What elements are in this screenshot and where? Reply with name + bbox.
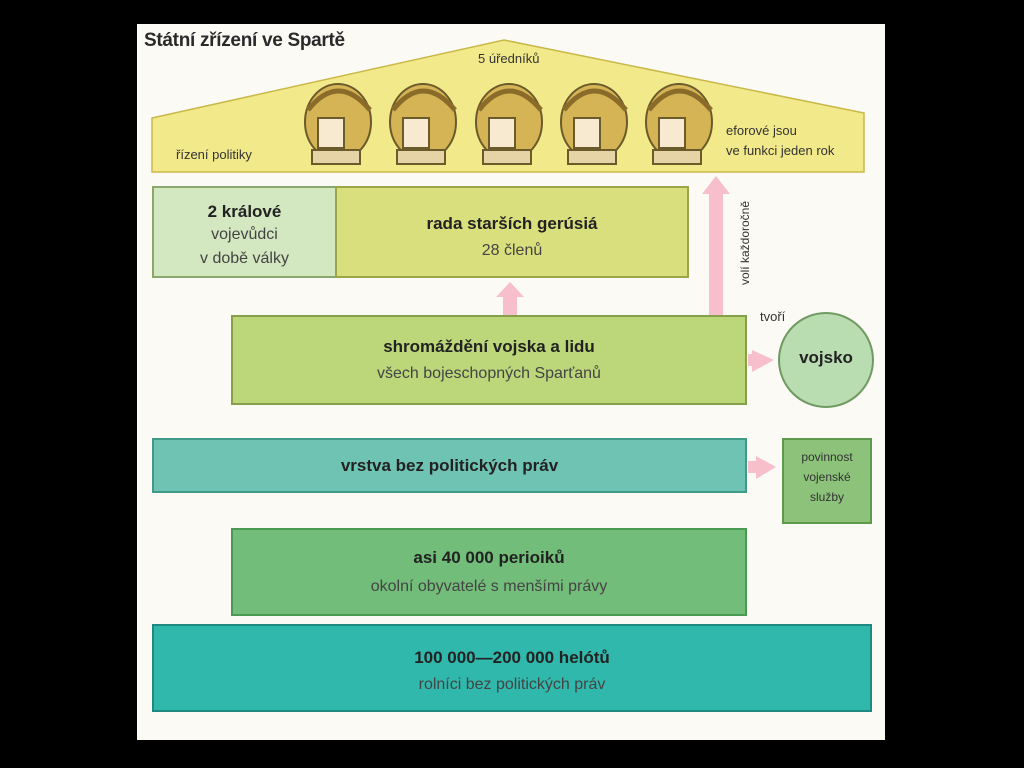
duty-box: povinnost vojenské služby xyxy=(782,438,872,524)
eforoi-helmets xyxy=(304,83,713,165)
perioikoi-box: asi 40 000 perioiků okolní obyvatelé s m… xyxy=(231,528,747,616)
arrow-shaft-small xyxy=(503,294,517,316)
gerusia-box: rada starších gerúsiá 28 členů xyxy=(335,186,689,278)
helmet-icon xyxy=(475,83,543,165)
arrow-right-shaft xyxy=(748,354,756,366)
duty-line-3: služby xyxy=(809,490,844,504)
arrow-right-icon xyxy=(752,350,774,372)
assembly-title: shromáždění vojska a lidu xyxy=(383,337,595,356)
kings-box: 2 králové vojevůdci v době války xyxy=(152,186,337,278)
no-rights-box: vrstva bez politických práv xyxy=(152,438,747,493)
helmet-icon xyxy=(645,83,713,165)
perioikoi-desc: okolní obyvatelé s menšími právy xyxy=(370,578,608,595)
helmet-icon xyxy=(389,83,457,165)
roof-left-label: řízení politiky xyxy=(176,147,252,162)
roof-right-label-1: eforové jsou xyxy=(726,123,797,138)
helots-title: 100 000—200 000 helótů xyxy=(414,648,610,667)
army-circle: vojsko xyxy=(778,312,874,408)
arrow-vertical-label: volí každoročně xyxy=(738,200,752,286)
roof-top-label: 5 úředníků xyxy=(478,51,540,66)
duty-line-1: povinnost xyxy=(801,450,853,464)
perioikoi-title: asi 40 000 perioiků xyxy=(413,548,565,567)
kings-role: vojevůdci xyxy=(211,226,278,243)
diagram-title: Státní zřízení ve Spartě xyxy=(144,30,345,51)
arrow-shaft-vertical xyxy=(709,192,723,316)
kings-when: v době války xyxy=(200,250,289,267)
tvori-label: tvoří xyxy=(760,309,786,324)
roof-right-label-2: ve funkci jeden rok xyxy=(726,143,835,158)
arrow-right-icon xyxy=(756,456,776,479)
gerusia-title: rada starších gerúsiá xyxy=(426,214,598,233)
gerusia-members: 28 členů xyxy=(481,242,543,259)
arrow-label-wrap: volí každoročně xyxy=(736,186,752,306)
helots-box: 100 000—200 000 helótů rolníci bez polit… xyxy=(152,624,872,712)
kings-title: 2 králové xyxy=(207,202,282,221)
arrow-head-up xyxy=(702,176,730,194)
helmet-icon xyxy=(560,83,628,165)
duty-line-2: vojenské xyxy=(803,470,851,484)
assembly-box: shromáždění vojska a lidu všech bojescho… xyxy=(231,315,747,405)
army-label: vojsko xyxy=(799,348,853,367)
helmet-icon xyxy=(304,83,372,165)
arrow-right-shaft xyxy=(748,461,758,473)
helots-desc: rolníci bez politických práv xyxy=(418,676,606,693)
assembly-desc: všech bojeschopných Sparťanů xyxy=(377,365,601,382)
arrow-head-up-small xyxy=(496,282,524,297)
no-rights-title: vrstva bez politických práv xyxy=(340,456,559,475)
